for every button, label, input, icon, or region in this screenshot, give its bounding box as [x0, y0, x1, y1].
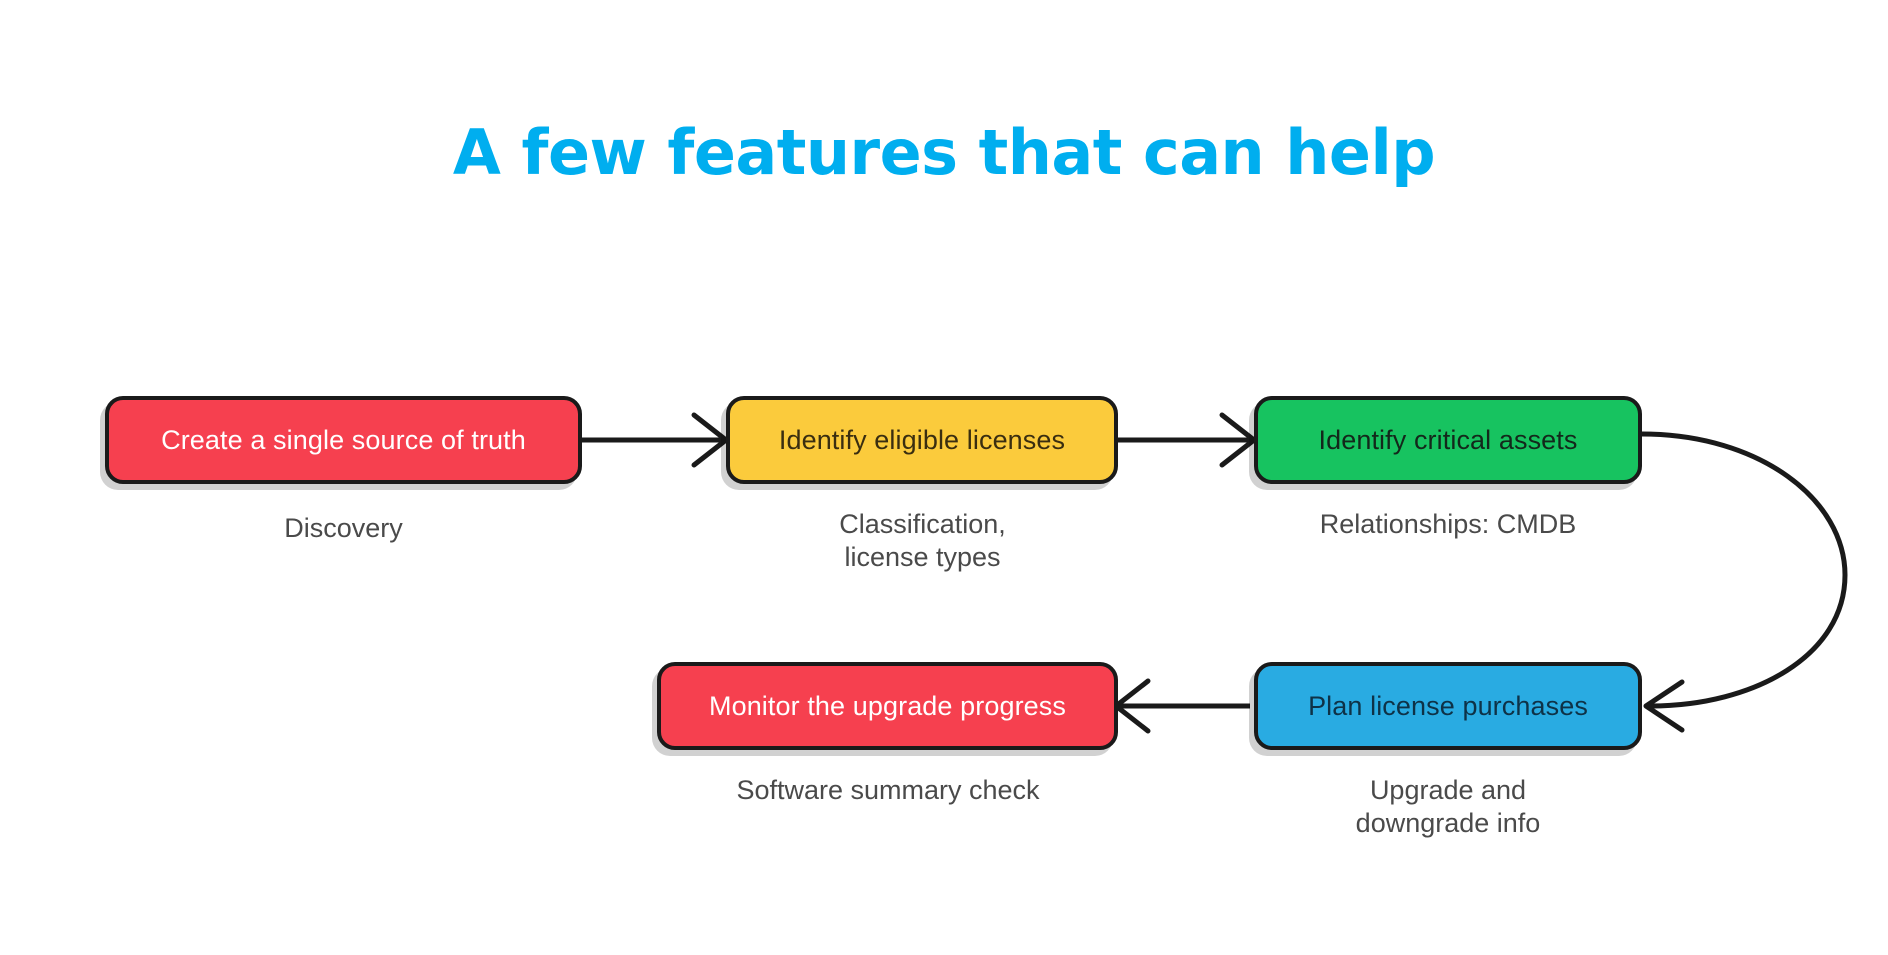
flow-node-identify-eligible-licenses[interactable]: Identify eligible licenses: [726, 396, 1118, 484]
flow-node-label: Create a single source of truth: [161, 424, 526, 455]
flow-node-label: Monitor the upgrade progress: [708, 690, 1066, 721]
flow-caption-software-summary-check: Software summary check: [736, 775, 1040, 805]
flow-caption-classification-license-types: Classification, license types: [839, 509, 1006, 572]
connector-create-to-identify-licenses: [582, 412, 729, 468]
flow-caption-upgrade-and-downgrade-info: Upgrade and downgrade info: [1355, 775, 1541, 838]
connector-critical-assets-to-plan-purchases: [1639, 431, 1848, 733]
flow-node-label: Identify critical assets: [1318, 424, 1578, 455]
flow-node-plan-license-purchases[interactable]: Plan license purchases: [1254, 662, 1642, 750]
flow-node-identify-critical-assets[interactable]: Identify critical assets: [1254, 396, 1642, 484]
flow-node-label: Identify eligible licenses: [778, 424, 1066, 455]
flow-node-monitor-the-upgrade-progress[interactable]: Monitor the upgrade progress: [657, 662, 1118, 750]
flow-node-label: Plan license purchases: [1308, 690, 1588, 721]
flow-node-create-single-source-of-truth[interactable]: Create a single source of truth: [105, 396, 582, 484]
flow-caption-relationships-cmdb: Relationships: CMDB: [1319, 509, 1577, 539]
flow-caption-discovery: Discovery: [284, 513, 403, 543]
connector-plan-purchases-to-monitor-progress: [1113, 678, 1250, 734]
connector-identify-licenses-to-critical-assets: [1118, 412, 1257, 468]
page-title: A few features that can help: [452, 115, 1436, 189]
